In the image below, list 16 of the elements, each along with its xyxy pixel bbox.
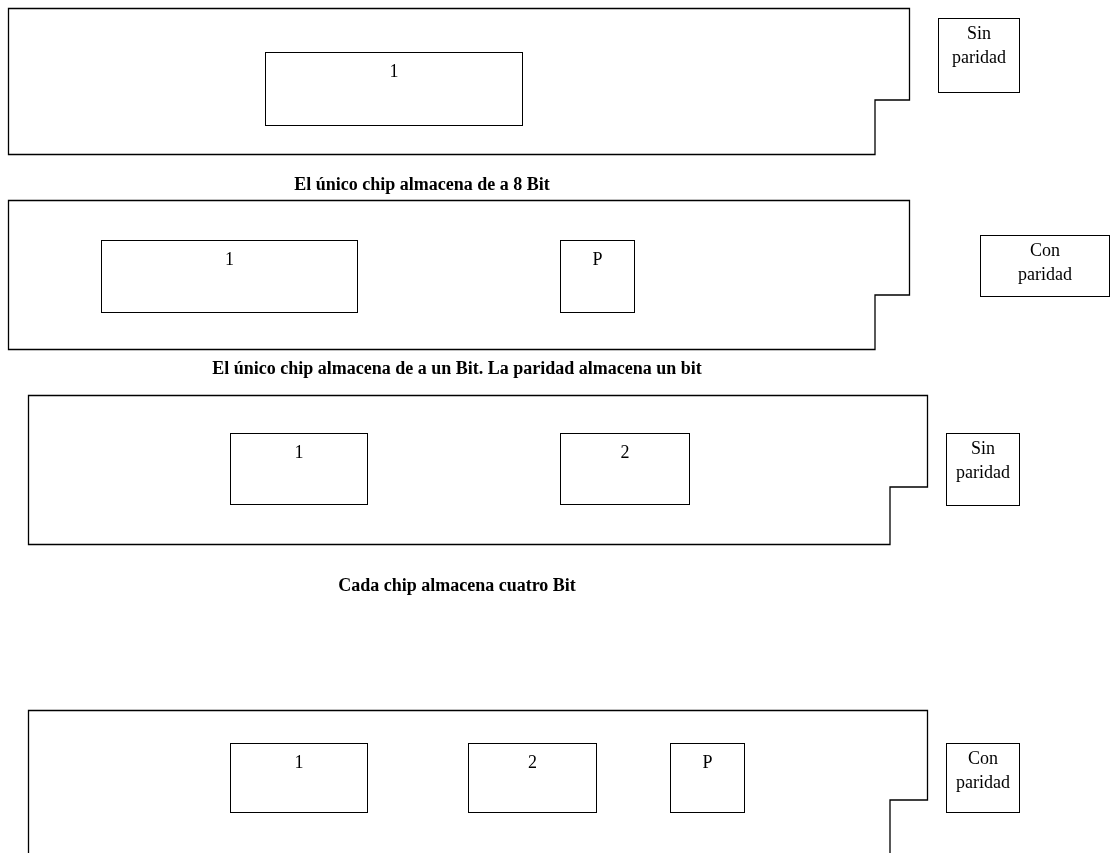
module-label: El único chip almacena de a un Bit. La paridad almacena un bit — [212, 358, 702, 378]
module-label: El único chip almacena de a 8 Bit — [294, 174, 550, 194]
module-label: Cada chip almacena cuatro Bit — [338, 575, 576, 595]
parity-label: Sin paridad — [946, 433, 1020, 506]
parity-label: Sin paridad — [938, 18, 1020, 93]
memory-chip: 2 — [468, 743, 597, 813]
memory-chip: 2 — [560, 433, 690, 505]
memory-module — [28, 710, 928, 853]
memory-chip: P — [560, 240, 635, 313]
memory-chip: 1 — [230, 433, 368, 505]
parity-label: Con paridad — [946, 743, 1020, 813]
memory-chip: 1 — [265, 52, 523, 126]
memory-chip: 1 — [101, 240, 358, 313]
parity-label: Con paridad — [980, 235, 1110, 297]
memory-chip: P — [670, 743, 745, 813]
memory-chip: 1 — [230, 743, 368, 813]
